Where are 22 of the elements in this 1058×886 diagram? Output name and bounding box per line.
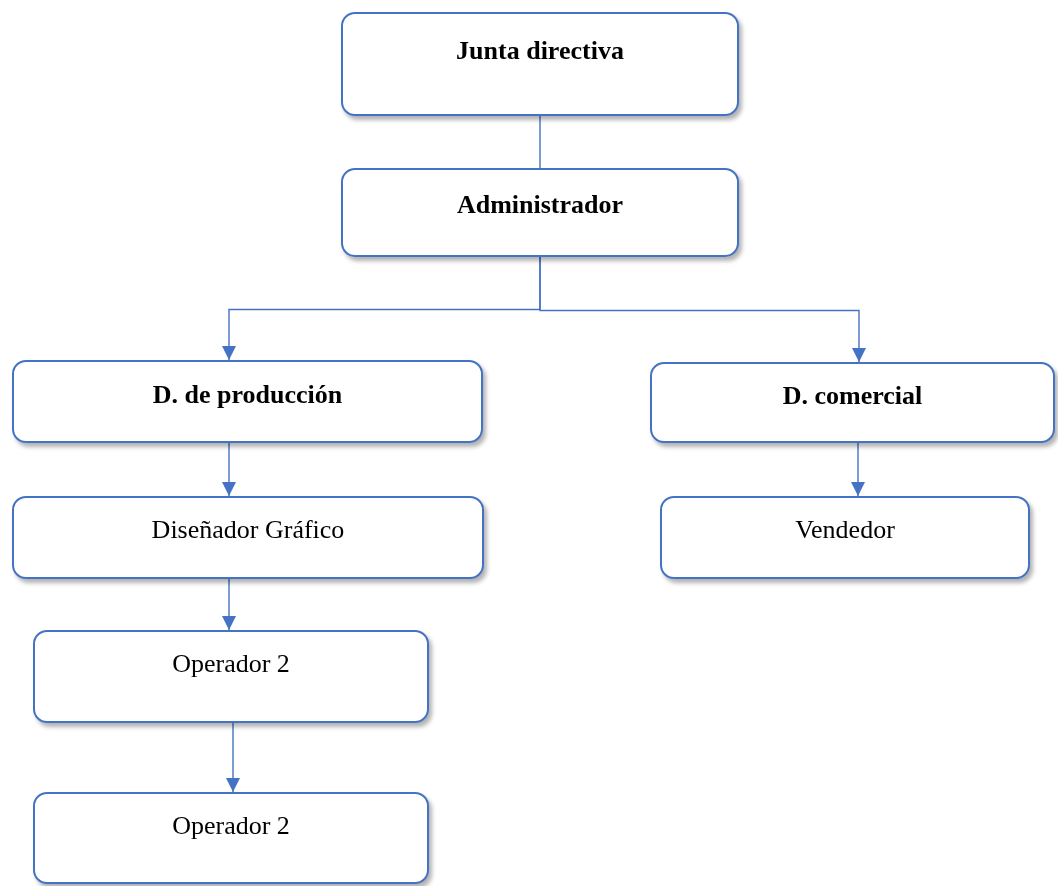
box-heading: D. de producción bbox=[152, 380, 343, 410]
org-box bbox=[33, 792, 429, 884]
box-heading: Junta directiva bbox=[456, 36, 624, 66]
box-label: Operador 2 bbox=[172, 811, 290, 841]
box-label: Operador 2 bbox=[172, 649, 290, 679]
arrow bbox=[222, 442, 236, 497]
arrow bbox=[851, 442, 865, 497]
org-box bbox=[660, 496, 1030, 579]
org-box bbox=[341, 168, 739, 257]
box-heading: D. comercial bbox=[782, 381, 923, 411]
org-box bbox=[341, 12, 739, 116]
org-box bbox=[33, 630, 429, 723]
org-box bbox=[12, 496, 484, 579]
box-label: Diseñador Gráfico bbox=[151, 515, 345, 545]
box-label: Vendedor bbox=[795, 515, 895, 545]
arrow bbox=[226, 722, 240, 793]
org-box bbox=[650, 362, 1055, 443]
arrow bbox=[539, 256, 866, 363]
box-heading: Administrador bbox=[456, 190, 624, 220]
arrow bbox=[222, 578, 236, 631]
org-box bbox=[12, 360, 483, 443]
connector-line bbox=[539, 115, 541, 169]
